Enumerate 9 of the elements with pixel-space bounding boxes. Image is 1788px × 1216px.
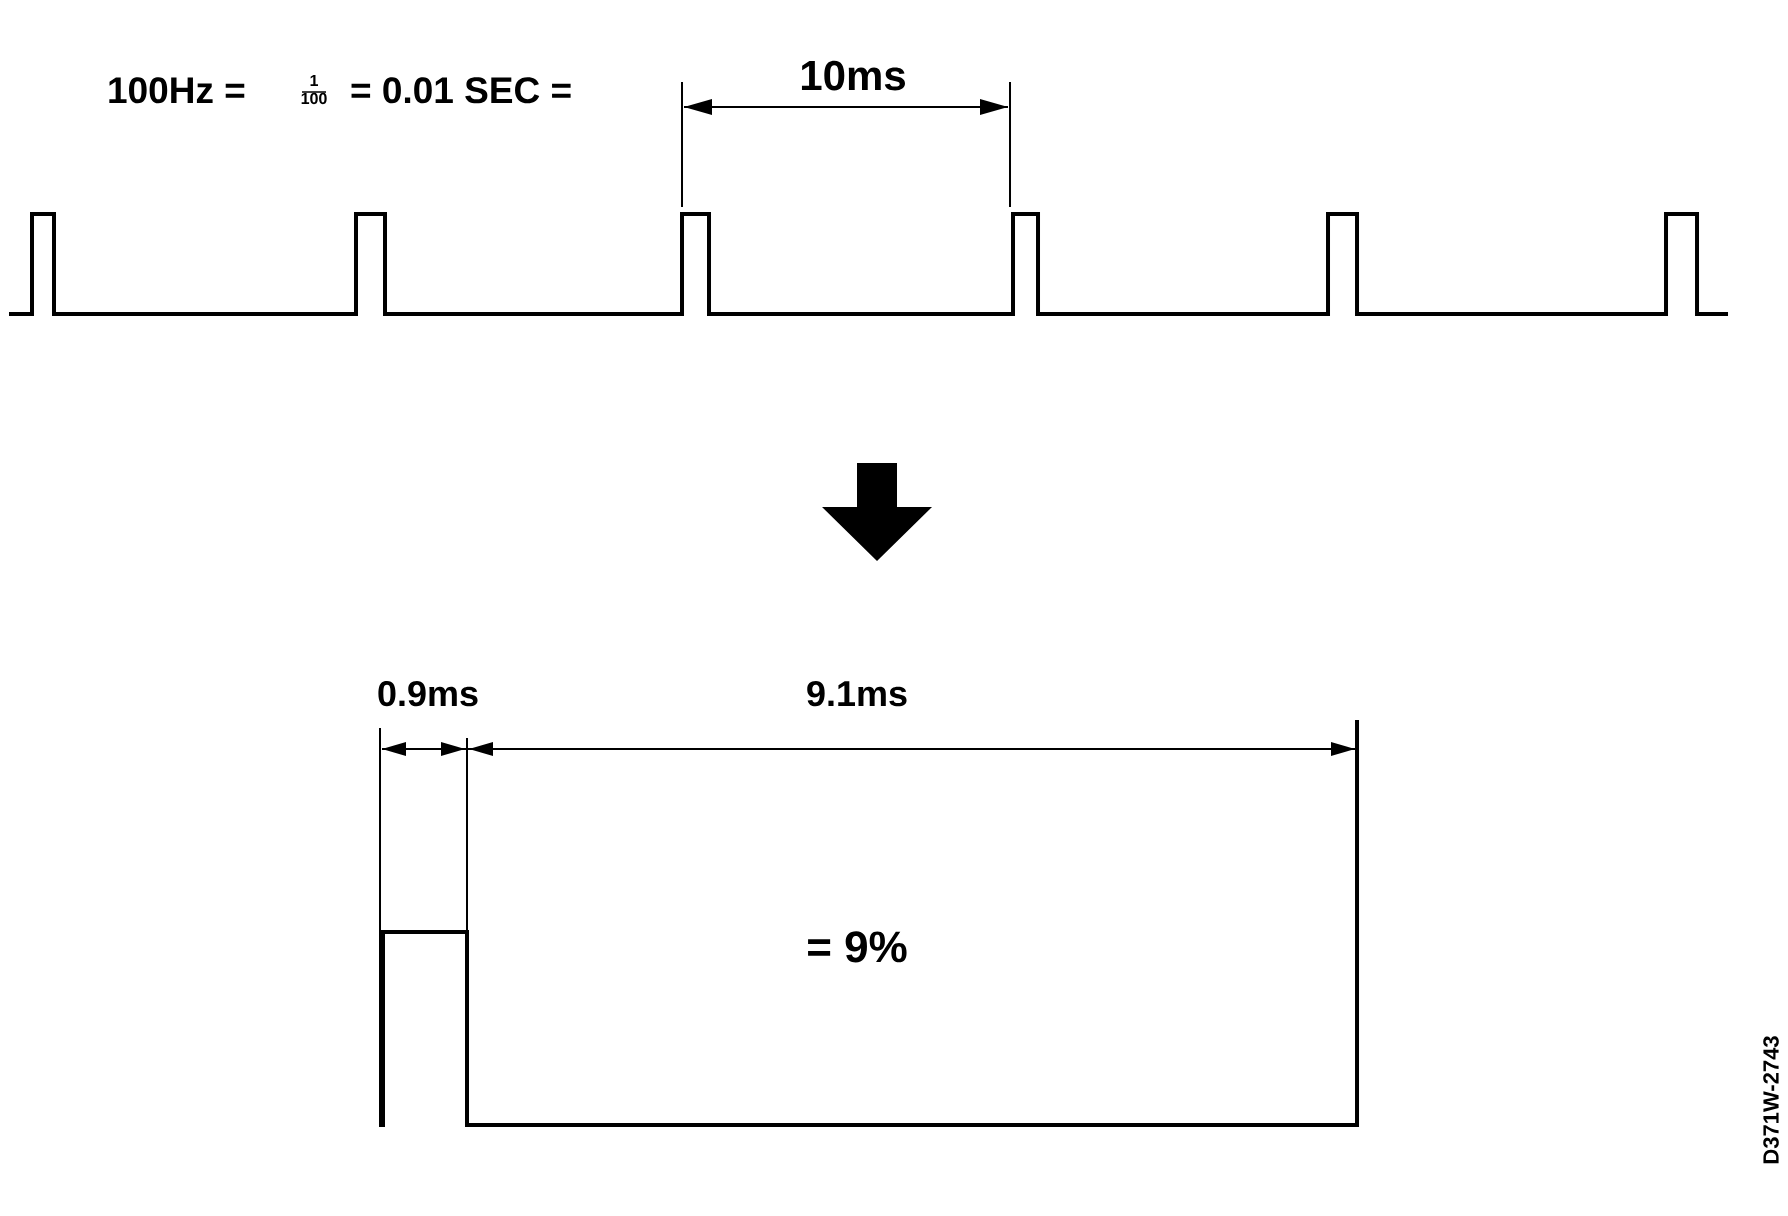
duty-cycle-label: = 9% bbox=[808, 931, 907, 963]
fraction-denominator: 100 bbox=[301, 92, 327, 105]
formula-text: 100Hz = bbox=[109, 77, 245, 104]
dimension-label: 0.9ms bbox=[378, 680, 478, 707]
dimension-label: 9.1ms bbox=[807, 680, 907, 707]
figure-code: D371W-2743 bbox=[1763, 1036, 1779, 1164]
formula-text: = 0.01 SEC = bbox=[351, 77, 571, 104]
dimension-label: 10ms bbox=[801, 60, 905, 91]
fraction-numerator: 1 bbox=[310, 75, 318, 86]
